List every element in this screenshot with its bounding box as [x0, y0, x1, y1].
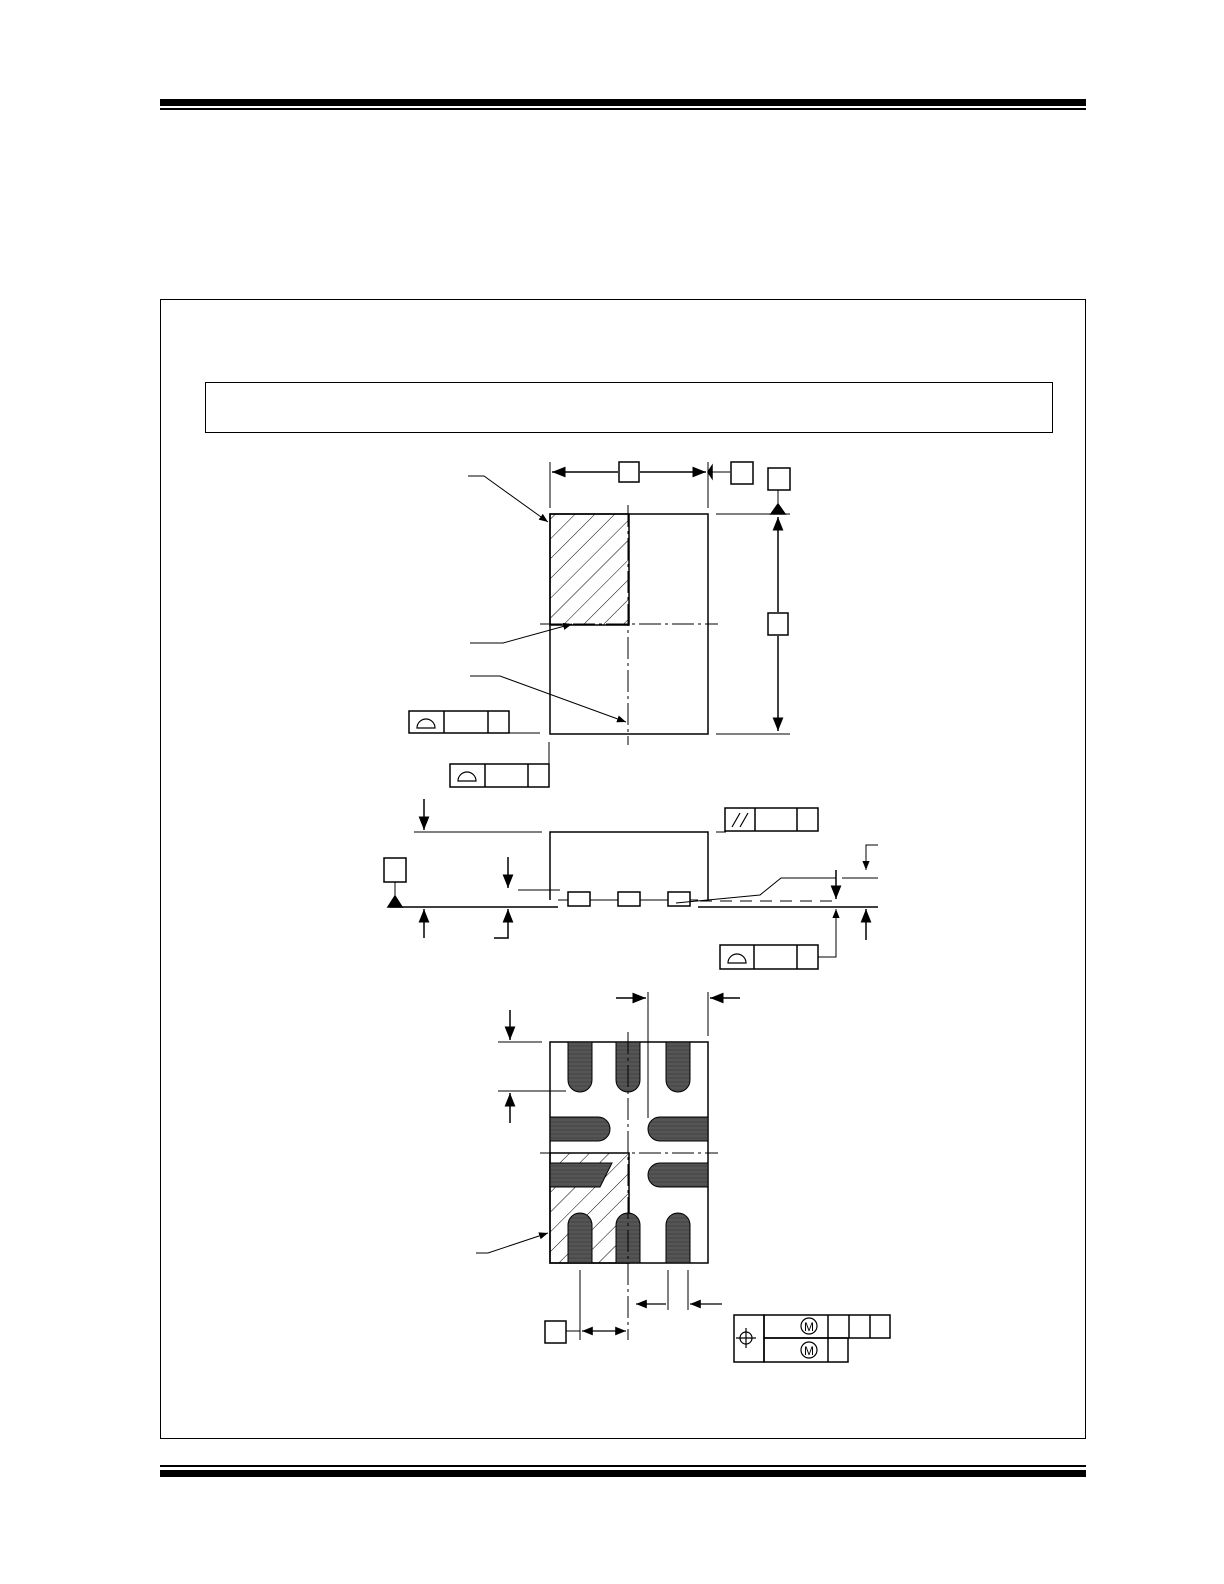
profile-symbol-icon	[416, 718, 436, 729]
terminal-pad	[647, 1162, 709, 1188]
terminal-pad	[549, 1116, 611, 1142]
mmc-modifier-icon	[800, 1317, 818, 1335]
datum-box-a	[730, 461, 754, 485]
profile-tolerance-frame-1	[408, 710, 540, 734]
drawing-frame	[160, 299, 1086, 1439]
dim-box-e-pitch	[544, 1320, 567, 1344]
header-rule-thick	[160, 99, 1086, 106]
mmc-letter: M	[804, 1344, 814, 1358]
bottom-view	[476, 992, 891, 1363]
footer-rule-thick	[160, 1470, 1086, 1477]
footer-rule-thin	[160, 1465, 1086, 1467]
terminal-pad	[647, 1116, 709, 1142]
top-view	[408, 461, 791, 788]
parallelism-tolerance-frame	[724, 807, 819, 832]
terminal	[617, 891, 641, 907]
terminal-pad	[567, 1212, 593, 1264]
pin1-index-area	[549, 513, 630, 626]
header-rule-thin	[160, 108, 1086, 110]
side-view	[383, 799, 878, 970]
profile-symbol-icon	[727, 953, 747, 964]
terminal-pad	[567, 1041, 593, 1093]
mmc-letter: M	[804, 1320, 814, 1334]
terminal	[567, 891, 591, 907]
position-tolerance-frame	[733, 1314, 891, 1363]
datum-box-c	[383, 857, 407, 883]
dim-box-d	[618, 461, 640, 483]
terminal	[667, 891, 691, 907]
terminal-pad	[665, 1212, 691, 1264]
drawing-title-box	[205, 382, 1053, 433]
profile-symbol-icon	[457, 771, 477, 782]
profile-tolerance-frame-2	[449, 742, 550, 788]
profile-tolerance-frame-3	[719, 944, 819, 970]
mmc-modifier-icon	[800, 1341, 818, 1359]
parallelism-symbol-icon	[731, 812, 741, 828]
datum-box-b	[767, 467, 791, 491]
terminal-pad-pin1	[549, 1162, 613, 1188]
dim-box-e	[767, 612, 789, 636]
terminal-pad	[665, 1041, 691, 1093]
